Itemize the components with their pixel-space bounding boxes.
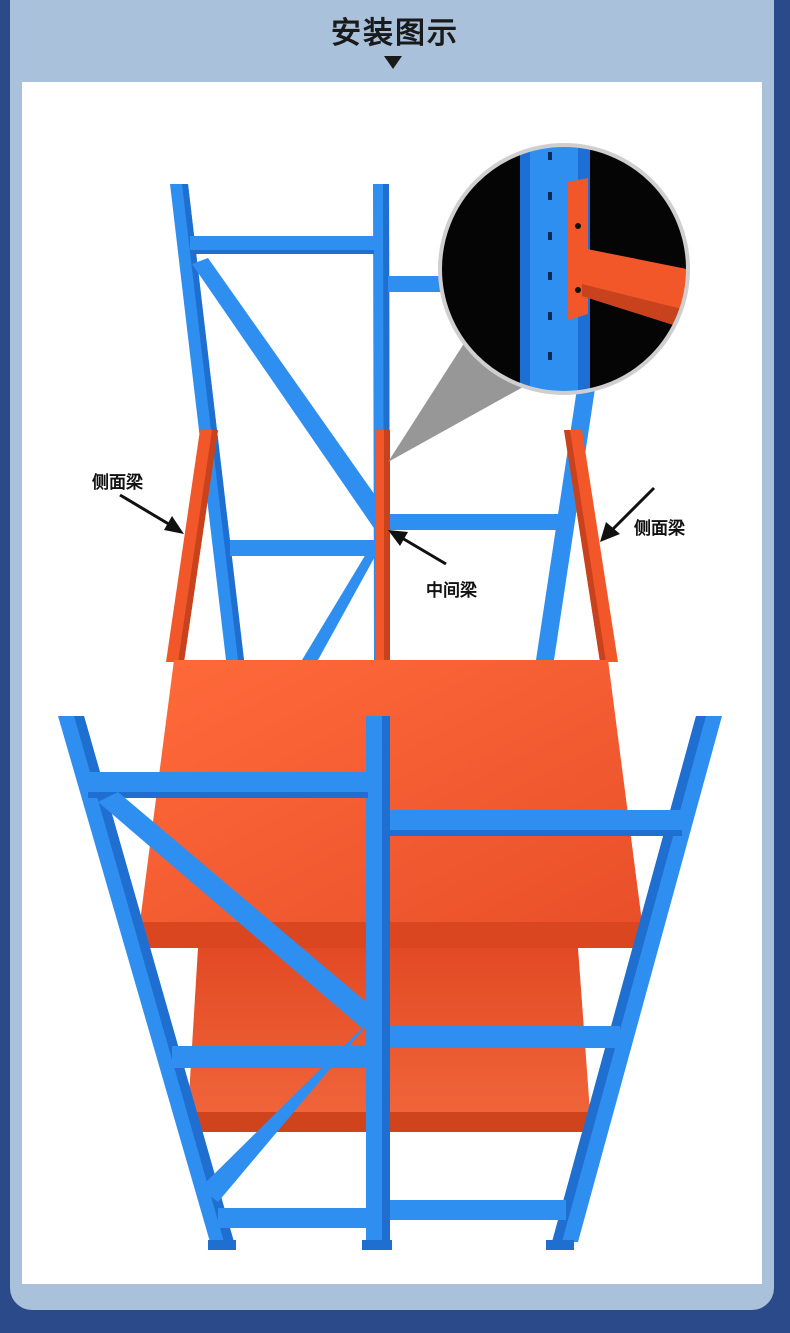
middle-beam-label: 中间梁 — [426, 581, 477, 601]
callout-arrows — [119, 486, 656, 566]
side-beam-right-back — [564, 430, 618, 662]
middle-beam-back — [376, 430, 390, 662]
shelf-rack-illustration — [58, 143, 722, 1250]
top-shelf-panel — [140, 660, 642, 948]
side-beam-right-label: 侧面梁 — [634, 519, 685, 539]
side-beam-left-label: 侧面梁 — [92, 473, 143, 493]
front-upright-frame — [58, 716, 722, 1250]
illustration-panel: 侧面梁 侧面梁 中间梁 — [22, 82, 762, 1284]
page-title: 安装图示 — [331, 16, 459, 51]
down-triangle-icon — [384, 56, 402, 69]
zoom-detail-circle — [438, 143, 690, 395]
side-beam-left-back — [166, 430, 218, 662]
back-upright-frame — [170, 184, 596, 660]
